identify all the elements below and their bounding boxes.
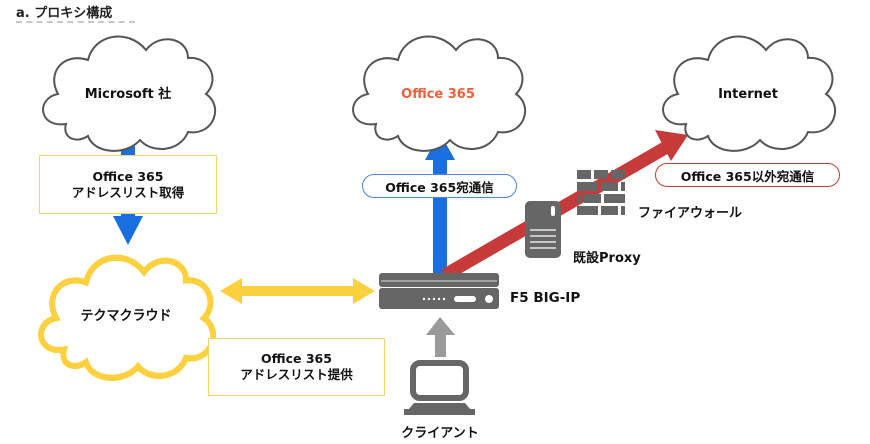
client-laptop-icon [404,360,475,415]
pill-other-traffic: Office 365以外宛通信 [655,163,840,187]
yellow-double-arrow [220,278,375,304]
cloud-office365: Office 365 [352,35,527,152]
cloud-tecmacloud: テクマクラウド [41,258,213,378]
cloud-internet: Internet [662,35,837,152]
f5-bigip-icon [379,273,499,309]
cloud-internet-label: Internet [718,87,778,102]
box-provide-line1: Office 365 [261,351,332,366]
proxy-label: 既設Proxy [573,250,641,266]
box-provide-line2: アドレスリスト提供 [240,367,353,382]
box-get-line2: アドレスリスト取得 [71,184,185,200]
pill-office365-traffic: Office 365宛通信 [362,174,517,198]
firewall-icon [577,170,625,215]
box-provide-address-list: Office 365 アドレスリスト提供 [208,338,385,396]
box-get-line1: Office 365 [92,168,164,184]
cloud-tecmacloud-label: テクマクラウド [81,308,172,324]
gray-arrow-client-to-f5 [426,317,455,357]
f5-label: F5 BIG-IP [510,290,580,306]
cloud-microsoft-label: Microsoft 社 [85,86,172,102]
proxy-server-icon [525,201,561,258]
cloud-office365-label: Office 365 [401,87,475,102]
client-label: クライアント [401,426,478,441]
box-get-address-list: Office 365 アドレスリスト取得 [39,155,217,214]
blue-arrow-f5-to-office365 [425,133,455,273]
cloud-microsoft: Microsoft 社 [42,35,217,152]
red-arrow-f5-to-internet [441,130,688,281]
firewall-label: ファイアウォール [638,206,742,221]
pill-other-traffic-label: Office 365以外宛通信 [680,168,815,184]
title-underline [16,21,135,23]
diagram-title: a. プロキシ構成 [16,6,113,21]
pill-office365-traffic-label: Office 365宛通信 [385,179,494,195]
